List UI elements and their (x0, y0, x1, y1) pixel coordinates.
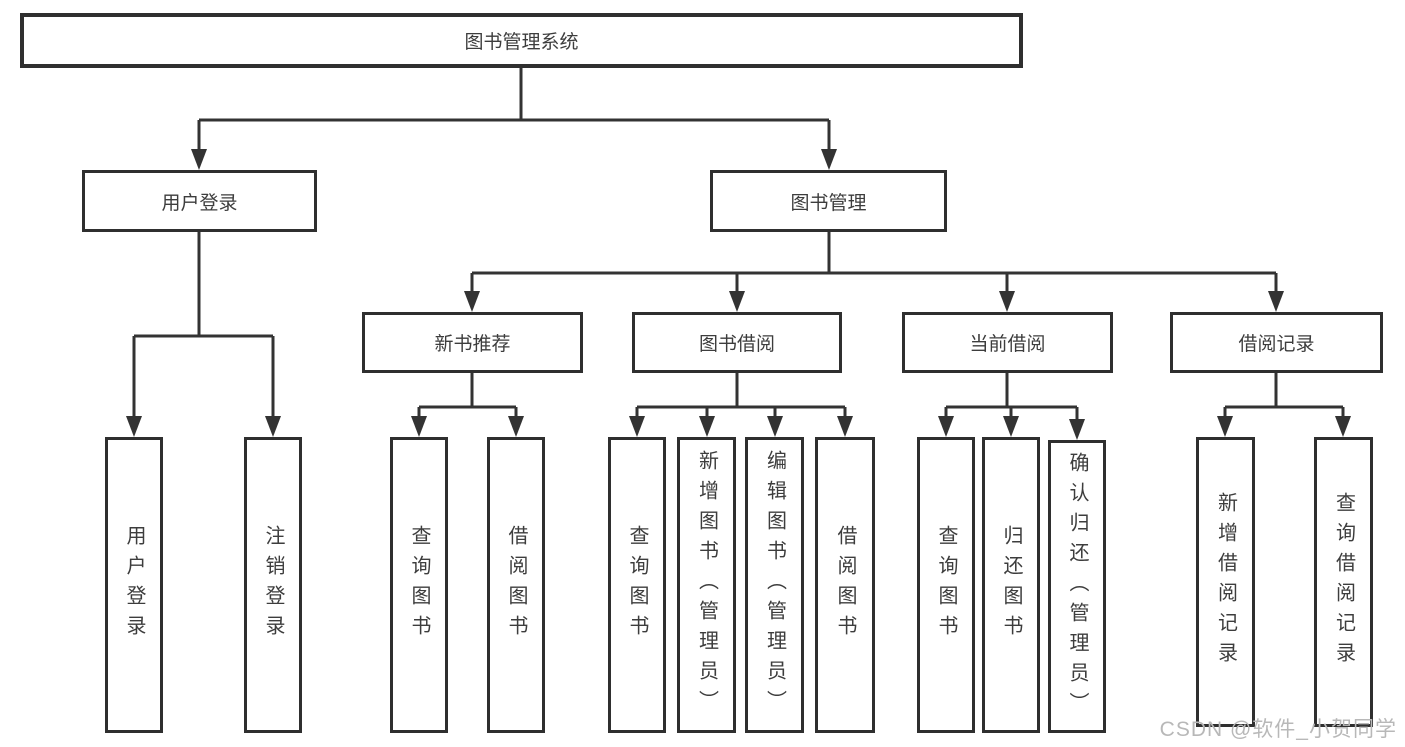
connector-newbook-branch (417, 371, 518, 420)
arrowhead-icon (1003, 416, 1019, 437)
arrowhead-icon (1335, 416, 1351, 437)
arrowhead-icon (999, 291, 1015, 312)
node-library-management-system: 图书管理系统 (20, 13, 1023, 68)
arrowhead-icon (191, 149, 207, 170)
connector-userlogin-branch (132, 230, 275, 420)
arrowhead-icon (699, 416, 715, 437)
arrowhead-icon (821, 149, 837, 170)
arrowhead-icon (411, 416, 427, 437)
connector-bookmgmt-to-level3 (470, 230, 1278, 295)
leaf-add-borrow-record: 新增借阅记录 (1196, 437, 1255, 727)
node-user-login-branch: 用户登录 (82, 170, 317, 232)
connector-record-branch (1223, 371, 1345, 420)
connector-borrow-branch (635, 371, 847, 420)
arrowhead-icon (629, 416, 645, 437)
node-current-borrowing: 当前借阅 (902, 312, 1113, 373)
node-book-borrowing: 图书借阅 (632, 312, 842, 373)
arrowhead-icon (126, 416, 142, 437)
arrowhead-icon (1069, 419, 1085, 440)
arrowhead-icon (464, 291, 480, 312)
leaf-add-books-admin: 新增图书（管理员） (677, 437, 736, 733)
arrowhead-icon (938, 416, 954, 437)
leaf-confirm-return-admin: 确认归还（管理员） (1048, 440, 1106, 733)
leaf-borrow-books-recommend: 借阅图书 (487, 437, 545, 733)
arrowhead-icon (1217, 416, 1233, 437)
arrowhead-icon (1268, 291, 1284, 312)
csdn-watermark: CSDN @软件_小贺同学 (1159, 718, 1397, 741)
leaf-return-books: 归还图书 (982, 437, 1040, 733)
leaf-logout: 注销登录 (244, 437, 302, 733)
leaf-query-borrow-record: 查询借阅记录 (1314, 437, 1373, 727)
arrowhead-icon (729, 291, 745, 312)
arrowhead-icon (837, 416, 853, 437)
arrowhead-icon (767, 416, 783, 437)
leaf-user-login: 用户登录 (105, 437, 163, 733)
arrowhead-icon (508, 416, 524, 437)
node-book-management-branch: 图书管理 (710, 170, 947, 232)
leaf-query-books-current: 查询图书 (917, 437, 975, 733)
connector-root-to-level2 (197, 66, 831, 152)
arrowhead-icon (265, 416, 281, 437)
leaf-query-books-recommend: 查询图书 (390, 437, 448, 733)
node-borrowing-records: 借阅记录 (1170, 312, 1383, 373)
leaf-edit-books-admin: 编辑图书（管理员） (745, 437, 804, 733)
connector-current-branch (944, 371, 1079, 423)
leaf-query-books-borrowing: 查询图书 (608, 437, 666, 733)
node-new-book-recommendation: 新书推荐 (362, 312, 583, 373)
leaf-borrow-books: 借阅图书 (815, 437, 875, 733)
